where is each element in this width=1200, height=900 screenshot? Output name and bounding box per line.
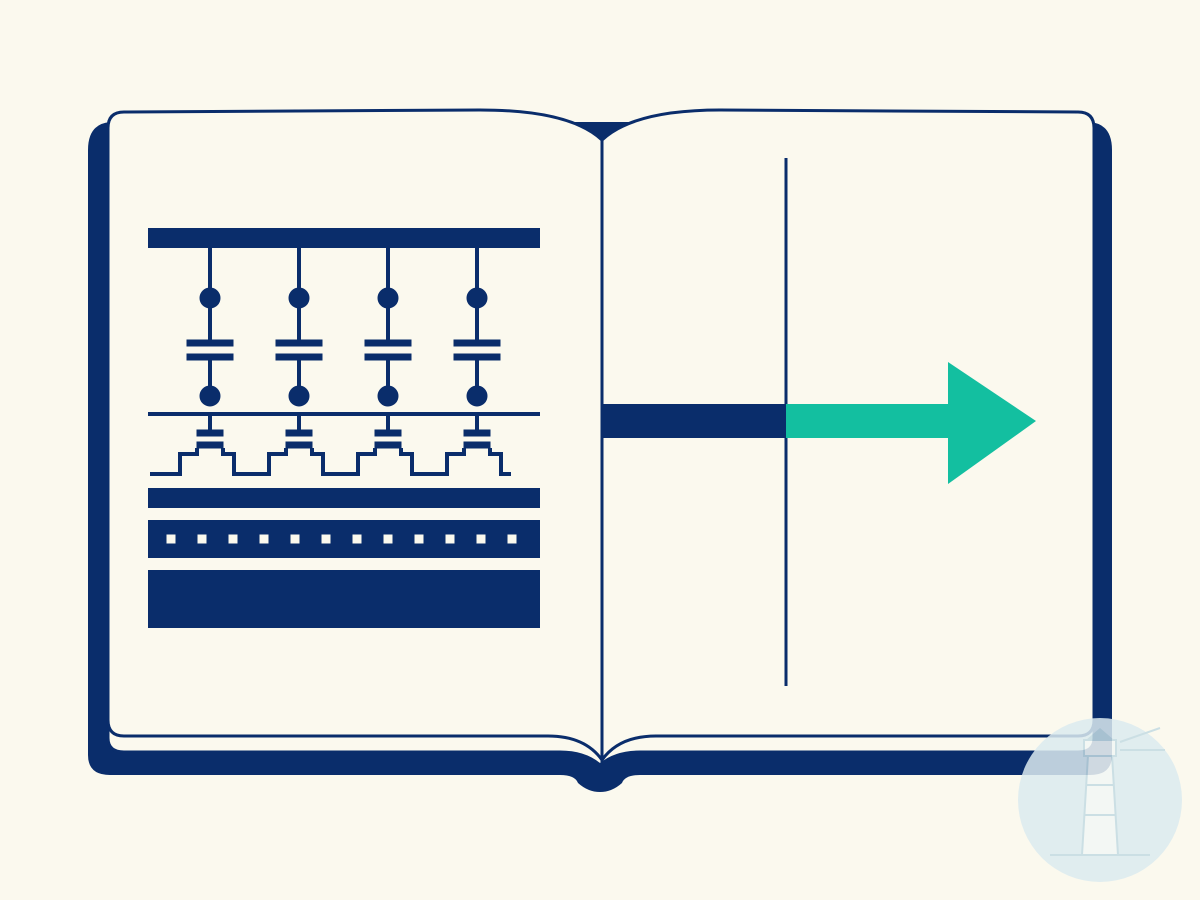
capacitor-plate-bottom <box>453 353 501 361</box>
cell-node-top <box>288 287 310 309</box>
transistor-leads <box>150 448 244 476</box>
cell-node-bottom <box>466 385 488 407</box>
capacitor-plate-bottom <box>186 353 234 361</box>
substrate-dot <box>227 533 239 545</box>
substrate-dot <box>506 533 518 545</box>
transistor-gate <box>196 429 224 437</box>
substrate-dot <box>475 533 487 545</box>
transistor-channel <box>196 441 224 449</box>
circuit-diagram <box>148 228 540 628</box>
transistor-gate <box>285 429 313 437</box>
cell-node-bottom <box>199 385 221 407</box>
memory-cells <box>150 248 511 476</box>
right-arrow-icon <box>786 362 1036 484</box>
substrate-layer <box>148 520 540 558</box>
cell-node-bottom <box>288 385 310 407</box>
left-page <box>106 108 604 765</box>
cell-node-top <box>377 287 399 309</box>
capacitor-plate-bottom <box>275 353 323 361</box>
transistor-gate <box>374 429 402 437</box>
transistor-leads <box>328 448 422 476</box>
memory-cell <box>150 248 244 476</box>
capacitor-plate-top <box>364 339 412 347</box>
capacitor-plate-top <box>186 339 234 347</box>
transistor-channel <box>374 441 402 449</box>
capacitor-plate-bottom <box>364 353 412 361</box>
transistor-leads <box>239 448 333 476</box>
substrate-dot <box>320 533 332 545</box>
base-layer <box>148 570 540 628</box>
capacitor-plate-top <box>453 339 501 347</box>
substrate-dot <box>289 533 301 545</box>
transistor-channel <box>285 441 313 449</box>
memory-cell <box>328 248 422 476</box>
cell-node-bottom <box>377 385 399 407</box>
memory-cell <box>239 248 333 476</box>
substrate-dot <box>196 533 208 545</box>
substrate-dot <box>165 533 177 545</box>
cell-node-top <box>466 287 488 309</box>
substrate-dot <box>258 533 270 545</box>
cell-node-top <box>199 287 221 309</box>
memory-cell <box>417 248 511 476</box>
top-bus-bar <box>148 228 540 248</box>
transistor-leads <box>417 448 511 476</box>
substrate-dots <box>165 533 518 545</box>
substrate-dot <box>413 533 425 545</box>
lighthouse-icon <box>1018 718 1182 882</box>
transistor-gate <box>463 429 491 437</box>
transistor-channel <box>463 441 491 449</box>
substrate-dot <box>351 533 363 545</box>
substrate-dot <box>444 533 456 545</box>
substrate-dot <box>382 533 394 545</box>
capacitor-plate-top <box>275 339 323 347</box>
connector-bar <box>602 404 786 438</box>
metal-layer <box>148 488 540 508</box>
